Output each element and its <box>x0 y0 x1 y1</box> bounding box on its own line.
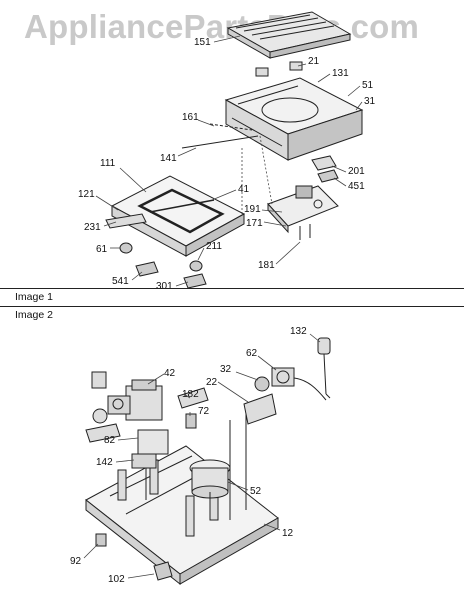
part-valve <box>271 367 327 401</box>
callout: 111 <box>100 158 116 169</box>
part-transformer <box>107 379 163 421</box>
section-label-image-2: Image 2 <box>15 309 53 321</box>
callout: 191 <box>244 204 261 215</box>
part-relay <box>131 429 169 500</box>
callout: 211 <box>206 241 222 252</box>
part-mount-bracket <box>243 393 277 425</box>
callout: 62 <box>246 348 258 359</box>
callout: 231 <box>84 222 101 233</box>
callout: 132 <box>290 326 307 337</box>
part-block <box>153 561 173 581</box>
callout: 32 <box>220 364 232 375</box>
callout: 92 <box>70 556 82 567</box>
callout: 541 <box>112 276 129 287</box>
callout: 42 <box>164 368 176 379</box>
callout: 201 <box>348 166 365 177</box>
part-rod <box>181 135 259 149</box>
callout: 51 <box>362 80 374 91</box>
part-bracket-small <box>91 371 107 389</box>
callout: 82 <box>104 435 116 446</box>
part-thermistor <box>317 337 331 399</box>
callout: 451 <box>348 181 365 192</box>
callout: 181 <box>258 260 275 271</box>
part-foot <box>95 533 107 547</box>
part-foot-right <box>183 273 207 289</box>
callout: 72 <box>198 406 210 417</box>
callout: 12 <box>282 528 294 539</box>
callout: 171 <box>246 218 263 229</box>
part-bracket <box>105 213 147 229</box>
section-divider <box>0 288 464 289</box>
watermark: AppliancePartsPros.com <box>24 8 420 45</box>
callout: 121 <box>78 189 95 200</box>
part-motor-right <box>189 260 203 272</box>
part-wire <box>209 123 253 131</box>
part-filter-tray <box>226 11 352 59</box>
section-divider <box>0 306 464 307</box>
part-housing <box>224 77 364 161</box>
callout: 131 <box>332 68 349 79</box>
callout: 161 <box>182 112 199 123</box>
callout: 301 <box>156 281 173 292</box>
part-motor-left <box>119 242 133 254</box>
callout: 102 <box>108 574 125 585</box>
callout: 31 <box>364 96 376 107</box>
callout: 21 <box>308 56 320 67</box>
part-control-board <box>267 185 339 234</box>
part-pump <box>189 459 231 520</box>
part-fan <box>92 408 108 424</box>
part-clip <box>255 61 303 77</box>
callout: 22 <box>206 377 218 388</box>
section-label-image-1: Image 1 <box>15 291 53 303</box>
callout: 182 <box>182 389 199 400</box>
callout: 52 <box>250 486 262 497</box>
callout: 41 <box>238 184 250 195</box>
callouts-image-2: 132 62 42 32 22 182 72 82 142 52 92 12 1… <box>70 326 307 585</box>
callout: 142 <box>96 457 113 468</box>
callouts-image-1: 151 21 131 51 31 161 141 111 41 121 231 … <box>78 37 376 292</box>
part-filter-cartridge <box>311 155 337 171</box>
callout: 141 <box>160 153 177 164</box>
callout: 61 <box>96 244 108 255</box>
callout: 151 <box>194 37 211 48</box>
